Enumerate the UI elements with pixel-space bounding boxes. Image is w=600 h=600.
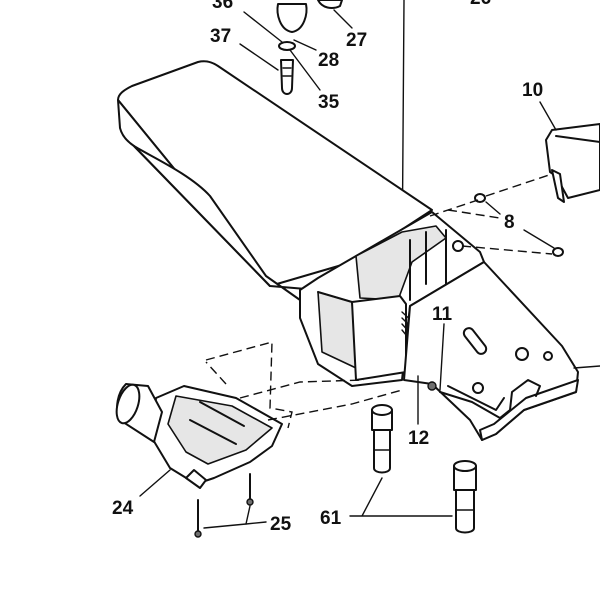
leader-36 (243, 11, 283, 43)
clip-cover-edge (555, 135, 600, 143)
dash-guide (429, 199, 479, 217)
nozzle-housing-inner (167, 395, 273, 465)
pins-part-8 (429, 173, 564, 257)
leader-8a (485, 201, 501, 215)
bushing-part (371, 404, 393, 474)
leader-25 (203, 521, 267, 529)
leader-24 (139, 469, 171, 497)
callout-28: 28 (318, 50, 339, 71)
callout-37: 37 (210, 26, 231, 47)
base-plate (403, 261, 600, 441)
main-boot-housing (117, 60, 485, 387)
housing-front-face (351, 295, 407, 381)
screw-head (194, 530, 202, 538)
nozzle-spout-opening (115, 383, 141, 425)
bushing-part (453, 460, 477, 534)
leader-25b (245, 505, 251, 525)
callout-36: 36 (212, 0, 233, 13)
spring-clip-part-12 (439, 379, 541, 419)
callout-61: 61 (320, 508, 342, 529)
knob-part-27-group (276, 0, 353, 33)
screw-part-35 (239, 11, 321, 95)
leader-37 (239, 43, 279, 71)
callout-35: 35 (318, 92, 340, 113)
inner-rib (199, 401, 245, 427)
leader-10 (539, 101, 557, 131)
slot-hole (462, 327, 488, 355)
screw-body (280, 59, 294, 95)
spring-clip-arm (447, 385, 505, 411)
bushings-part-61 (349, 404, 477, 534)
callout-25: 25 (270, 514, 292, 535)
housing-opening (355, 225, 447, 301)
housing-edge (317, 291, 353, 303)
pin-part (552, 247, 564, 257)
bolt-hole (472, 382, 484, 394)
leader-27 (333, 9, 353, 29)
dash-guide (461, 245, 553, 255)
callout-11: 11 (432, 304, 453, 325)
bolt-hole (543, 351, 553, 361)
screw-head (246, 498, 254, 506)
screws-part-25 (194, 473, 267, 538)
callout-labels: 36 37 28 27 35 26 10 8 11 12 24 25 61 (112, 0, 543, 535)
leader-35 (289, 49, 321, 91)
callout-24: 24 (112, 498, 134, 519)
callout-27: 27 (346, 30, 367, 51)
base-plate-edge (479, 379, 579, 441)
inner-rib (189, 419, 237, 445)
dash-guide (485, 173, 553, 197)
pin-hole (452, 240, 464, 252)
dash-guide (447, 209, 501, 219)
knob-part-27 (317, 0, 343, 9)
boot-top-face (117, 60, 433, 287)
base-line-right (573, 365, 600, 369)
nozzle-housing-foot (185, 469, 207, 489)
alignment-dashes (205, 341, 403, 429)
nozzle-housing-part-24 (115, 383, 283, 497)
bolt-hole (515, 347, 529, 361)
bolt-hole-dark (427, 381, 437, 391)
callout-8: 8 (504, 212, 515, 233)
clip-cover-part-10 (539, 101, 600, 203)
callout-12: 12 (408, 428, 429, 449)
leader-28 (293, 39, 317, 51)
knob-part (276, 3, 308, 33)
callout-10: 10 (522, 80, 543, 101)
clip-cover-body (545, 123, 600, 199)
leader-61 (349, 477, 453, 517)
clip-cover-tab (551, 169, 565, 203)
leader-11 (439, 323, 445, 391)
washer-part-28 (278, 41, 296, 51)
leader-8b (523, 229, 555, 249)
callout-26: 26 (470, 0, 491, 9)
